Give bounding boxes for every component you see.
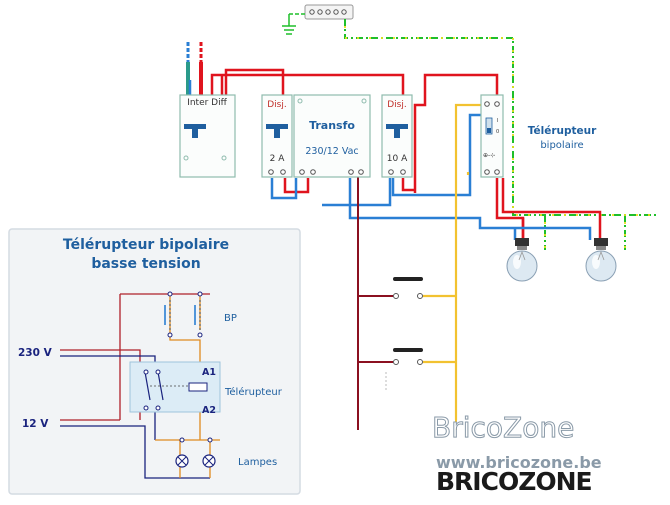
lamp-2-icon bbox=[585, 238, 617, 282]
watermark-logo: BRICOZONE bbox=[436, 467, 592, 496]
disj-10a-module: Disj. 10 A bbox=[381, 94, 413, 178]
neutral-wire bbox=[188, 80, 298, 200]
earth-ground-icon bbox=[282, 13, 305, 35]
svg-text:0: 0 bbox=[496, 129, 499, 135]
voltage-12-label: 12 V bbox=[22, 418, 49, 430]
inset-panel: Télérupteur bipolaire basse tension bbox=[8, 228, 301, 495]
phase-wire-telerupteur bbox=[413, 73, 499, 193]
bricozone-watermark: BricoZone www.bricozone.be BRICOZONE bbox=[432, 411, 602, 497]
supply-cable bbox=[186, 42, 203, 95]
push-button-1 bbox=[393, 277, 423, 299]
voltage-230-label: 230 V bbox=[18, 347, 53, 359]
a1-label: A1 bbox=[202, 367, 216, 378]
bp-label: BP bbox=[224, 313, 237, 324]
inset-title-line2: basse tension bbox=[91, 256, 200, 272]
svg-text:⊕-⊹: ⊕-⊹ bbox=[483, 152, 495, 159]
disj-10a-rating: 10 A bbox=[387, 154, 408, 164]
watermark-url: www.bricozone.be bbox=[436, 453, 602, 472]
watermark-name: BricoZone bbox=[432, 411, 574, 444]
telerupteur-inset-label: Télérupteur bbox=[224, 386, 283, 398]
disj-2a-module: Disj. 2 A bbox=[261, 94, 293, 178]
inter-diff-label: Inter Diff bbox=[187, 98, 227, 108]
inter-diff-module: Inter Diff bbox=[179, 94, 236, 178]
disj-2a-label: Disj. bbox=[267, 100, 286, 110]
push-button-2 bbox=[393, 348, 423, 365]
telerupteur-module: I 0 ⊕-⊹ bbox=[480, 94, 504, 178]
transfo-rating: 230/12 Vac bbox=[305, 146, 358, 157]
telerupteur-label-line2: bipolaire bbox=[540, 140, 583, 151]
disj-2a-rating: 2 A bbox=[270, 154, 286, 164]
lamp-1-icon bbox=[506, 238, 538, 282]
neutral-wire-main bbox=[322, 113, 485, 207]
lampes-label: Lampes bbox=[238, 457, 277, 468]
a2-label: A2 bbox=[202, 405, 216, 416]
earth-terminal-block bbox=[304, 4, 354, 20]
transfo-label: Transfo bbox=[309, 119, 355, 132]
bp-contacts-icon bbox=[164, 300, 201, 330]
inset-lamp-icons bbox=[175, 454, 216, 468]
control-wire bbox=[423, 103, 485, 420]
phase-wire bbox=[210, 68, 405, 97]
transfo-module: Transfo 230/12 Vac bbox=[293, 94, 371, 178]
telerupteur-label-line1: Télérupteur bbox=[528, 125, 597, 137]
disj-10a-label: Disj. bbox=[387, 100, 406, 110]
svg-text:I: I bbox=[497, 118, 498, 124]
inset-title-line1: Télérupteur bipolaire bbox=[63, 237, 229, 253]
